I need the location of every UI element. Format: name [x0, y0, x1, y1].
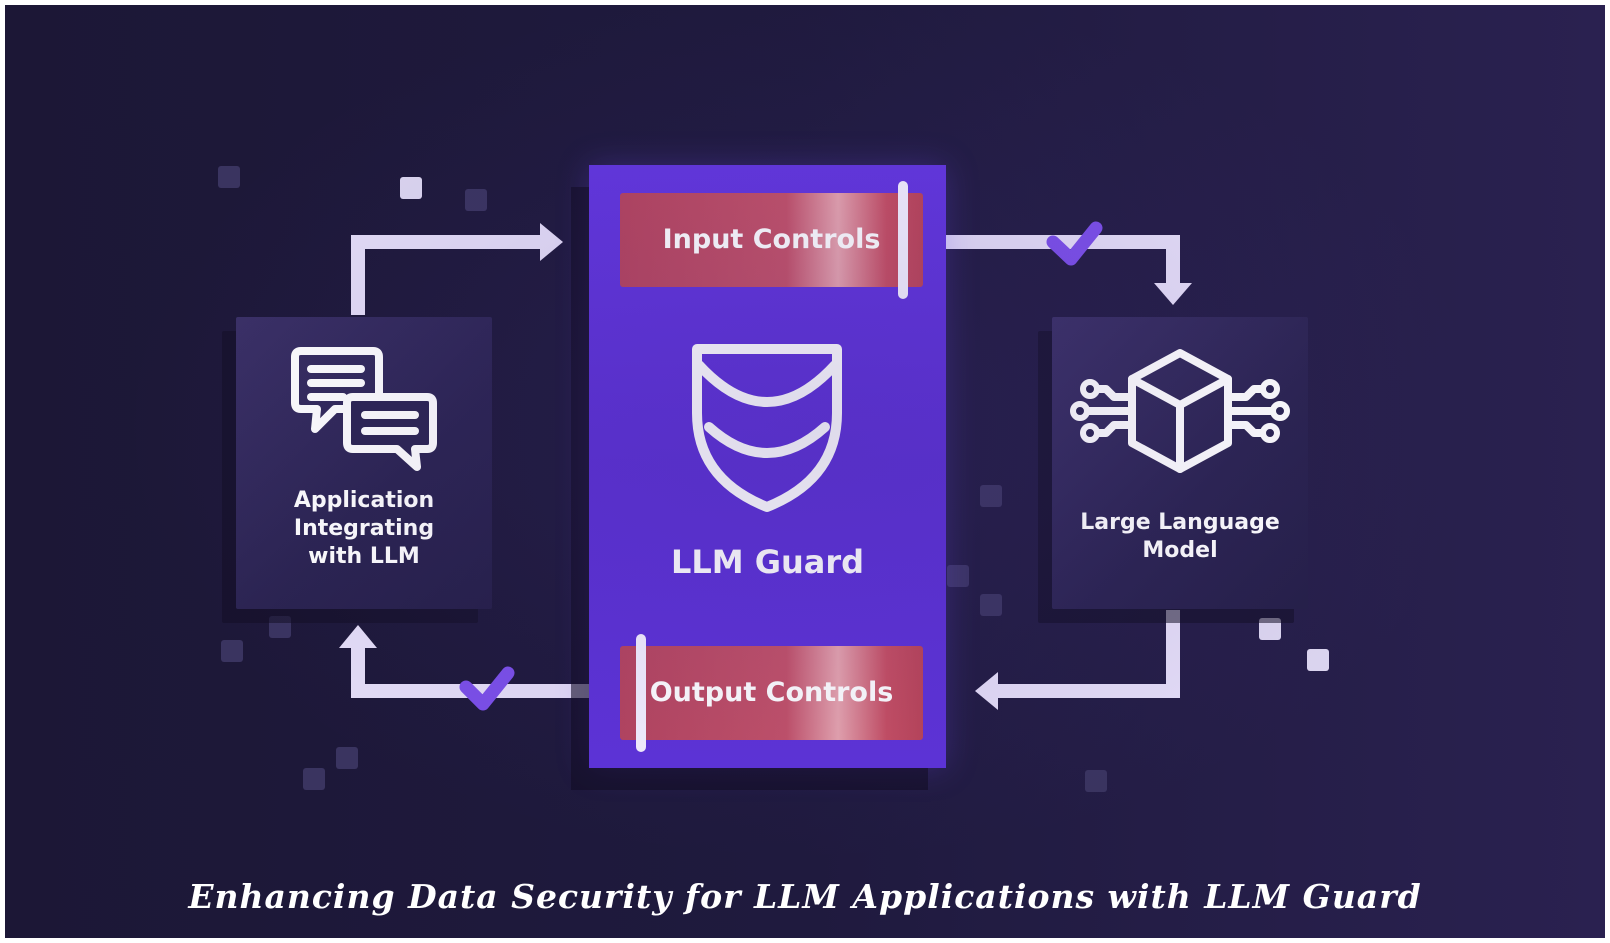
decor-square	[400, 177, 422, 199]
decor-square	[218, 166, 240, 188]
decor-square	[947, 565, 969, 587]
arrowhead-right	[540, 223, 563, 261]
decor-square	[303, 768, 325, 790]
arrow-app-to-input	[351, 235, 545, 315]
arrowhead-down	[1154, 283, 1192, 305]
decor-square	[465, 189, 487, 211]
decor-square	[221, 640, 243, 662]
llm-label: Large Language Model	[1080, 510, 1280, 563]
arrow-llm-to-output	[993, 610, 1180, 698]
output-controls-box: Output Controls	[620, 634, 923, 752]
flow-connectors	[339, 221, 1192, 711]
decor-square	[1259, 618, 1281, 640]
application-label: Application Integrating with LLM	[293, 488, 435, 569]
decor-square	[980, 485, 1002, 507]
shield-icon	[692, 344, 842, 512]
arrow-input-to-llm	[923, 235, 1180, 285]
application-node: Application Integrating with LLM	[236, 317, 492, 609]
checkmark-icon	[459, 666, 515, 711]
input-controls-label: Input Controls	[662, 224, 881, 255]
output-controls-bar	[636, 634, 646, 752]
checkmark-icon	[1046, 221, 1103, 266]
decor-square	[269, 616, 291, 638]
decor-square	[980, 594, 1002, 616]
llm-guard-panel: Input Controls LLM Guard Output Controls	[589, 165, 946, 768]
diagram-canvas: Application Integrating with LLM	[5, 5, 1605, 938]
decor-square	[336, 747, 358, 769]
arrowhead-up	[339, 625, 377, 648]
input-controls-bar	[898, 181, 908, 299]
cube-circuit-icon	[1070, 349, 1290, 473]
llm-node: Large Language Model	[1052, 317, 1308, 609]
decor-square	[1307, 649, 1329, 671]
arrowhead-left	[975, 672, 998, 710]
decor-square	[1085, 770, 1107, 792]
input-controls-box: Input Controls	[620, 181, 923, 299]
llm-guard-title: LLM Guard	[670, 543, 865, 581]
output-controls-label: Output Controls	[649, 677, 894, 708]
caption: Enhancing Data Security for LLM Applicat…	[188, 877, 1422, 916]
chat-bubbles-icon	[291, 347, 437, 471]
arrow-output-to-app	[351, 645, 621, 698]
